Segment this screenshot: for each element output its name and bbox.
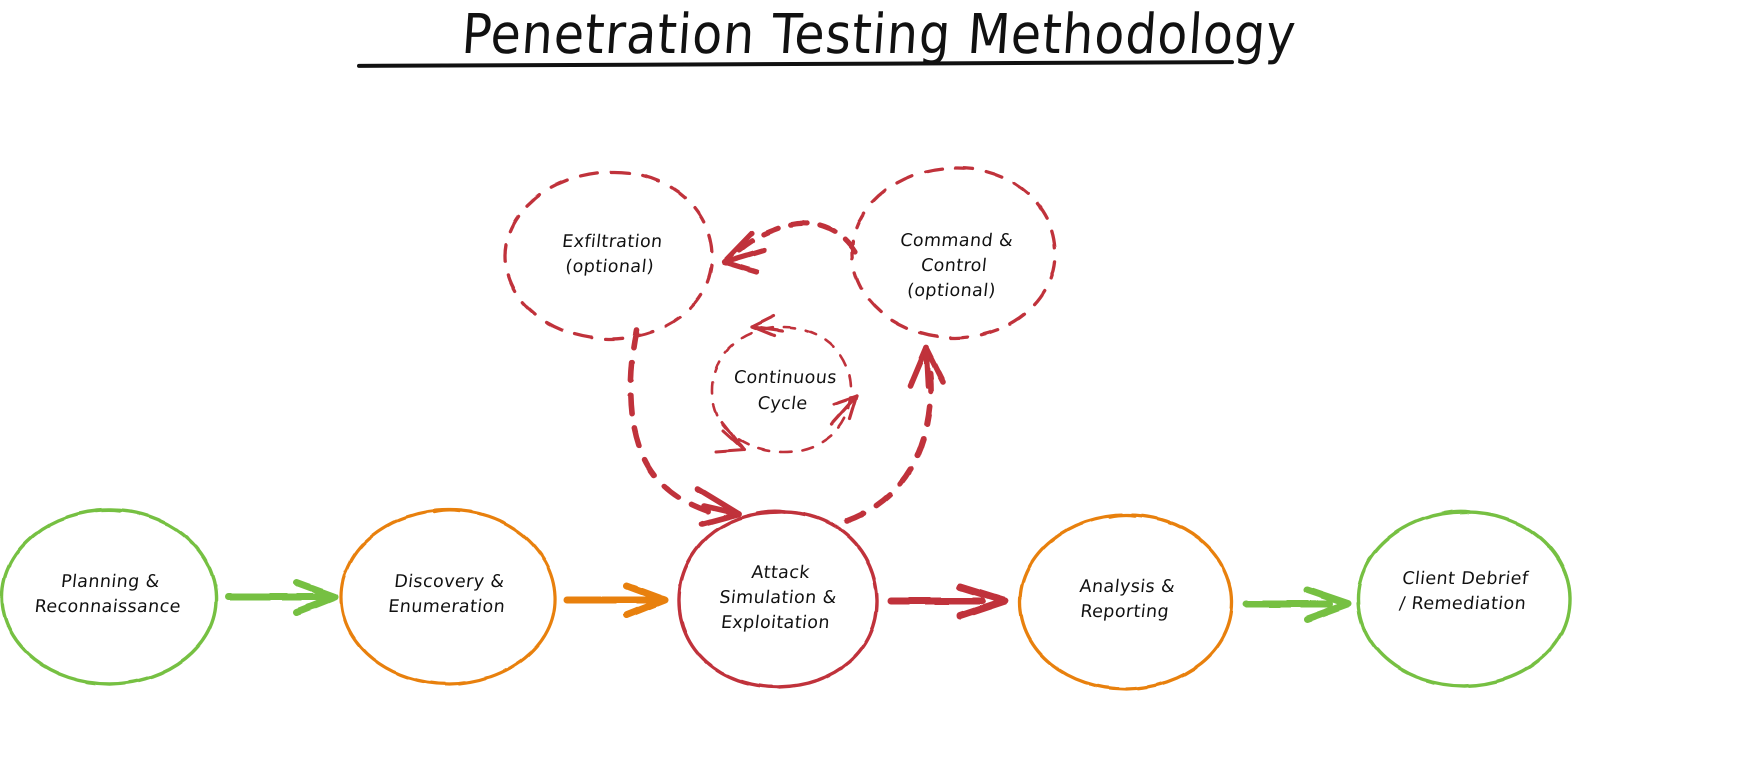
node-discovery[interactable] (339, 508, 557, 686)
node-exfiltration-label: Exfiltration (optional) (561, 232, 664, 277)
arrow-planning-to-discovery (224, 579, 339, 616)
arrow-attack-to-c2 (844, 345, 946, 524)
node-analysis[interactable] (1018, 513, 1234, 691)
arrow-discovery-to-attack (563, 582, 669, 619)
node-command-control[interactable] (850, 166, 1057, 340)
node-planning[interactable] (0, 508, 218, 686)
arrow-attack-to-analysis (887, 583, 1009, 620)
node-debrief[interactable] (1356, 509, 1572, 688)
node-attack-label: Attack Simulation & Exploitation (718, 563, 838, 633)
continuous-cycle-label: Continuous Cycle (732, 368, 838, 414)
node-attack[interactable] (677, 509, 879, 689)
arrow-c2-to-exfiltration (721, 220, 858, 275)
node-planning-label: Planning & Reconnaissance (33, 572, 182, 617)
node-command-control-label: Command & Control (optional) (899, 231, 1015, 301)
node-debrief-label: Client Debrief / Remediation (1398, 569, 1530, 614)
arrow-exfiltration-to-attack (628, 327, 742, 527)
node-discovery-label: Discovery & Enumeration (387, 572, 507, 617)
node-analysis-label: Analysis & Reporting (1078, 577, 1177, 622)
node-exfiltration[interactable] (503, 170, 714, 341)
continuous-cycle-loop[interactable] (710, 314, 859, 454)
arrow-analysis-to-debrief (1242, 586, 1352, 623)
